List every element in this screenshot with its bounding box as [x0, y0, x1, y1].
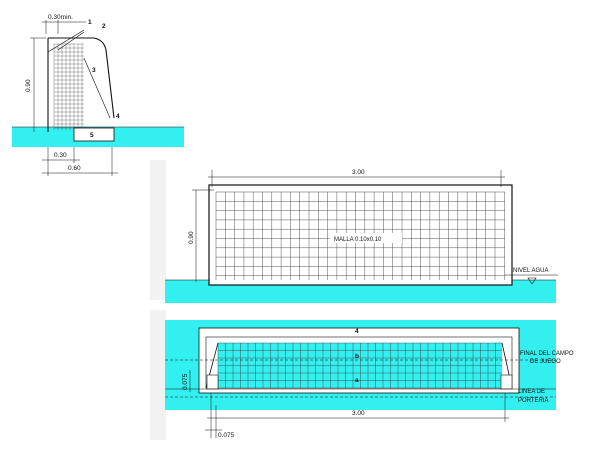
side-callout-1: 1 — [88, 19, 92, 26]
side-frame — [47, 37, 115, 132]
side-dim-base-inner: 0.30 — [54, 152, 67, 159]
side-dim-top: 0.30min. — [48, 14, 73, 21]
plan-view: 4 b a FINAL DEL CAMPO DE JUEGO LINEA DE … — [150, 310, 574, 440]
front-net-label: MALLA 0.10x0.10 — [334, 237, 382, 243]
side-dim-height: 0.90 — [25, 79, 32, 92]
front-water-band — [165, 280, 556, 303]
plan-goal-line-1: LINEA DE — [518, 389, 545, 395]
side-float-box — [73, 127, 115, 142]
plan-net-grid — [217, 342, 502, 389]
front-view: MALLA 0.10x0.10 3.00 0.90 NIVEL AGUA — [150, 160, 558, 303]
front-dim-height: 0.90 — [188, 231, 195, 244]
side-view: 0.30min. 0.90 0.30 0.60 1 2 3 4 5 — [12, 14, 184, 176]
side-callout-4: 4 — [116, 113, 120, 120]
plan-label-a: a — [355, 377, 359, 384]
side-callout-5: 5 — [90, 132, 94, 139]
plan-label-b: b — [355, 353, 359, 360]
side-dim-base-outer: 0.60 — [68, 165, 81, 172]
front-dim-width: 3.00 — [352, 169, 365, 176]
plan-final-label-2: DE JUEGO — [530, 359, 561, 365]
side-callout-2: 2 — [102, 23, 106, 30]
side-net-grid — [53, 43, 84, 130]
plan-dim-width: 3.00 — [352, 410, 365, 417]
side-callout-3: 3 — [92, 67, 96, 74]
plan-final-label-1: FINAL DEL CAMPO — [520, 351, 574, 357]
plan-callout-4: 4 — [355, 328, 359, 335]
plan-dim-offset-h: 0.075 — [218, 432, 235, 439]
front-water-label: NIVEL AGUA — [513, 268, 548, 274]
plan-goal-line-2: PORTERIA — [518, 398, 549, 404]
plan-dim-offset-v: 0.075 — [182, 373, 189, 390]
